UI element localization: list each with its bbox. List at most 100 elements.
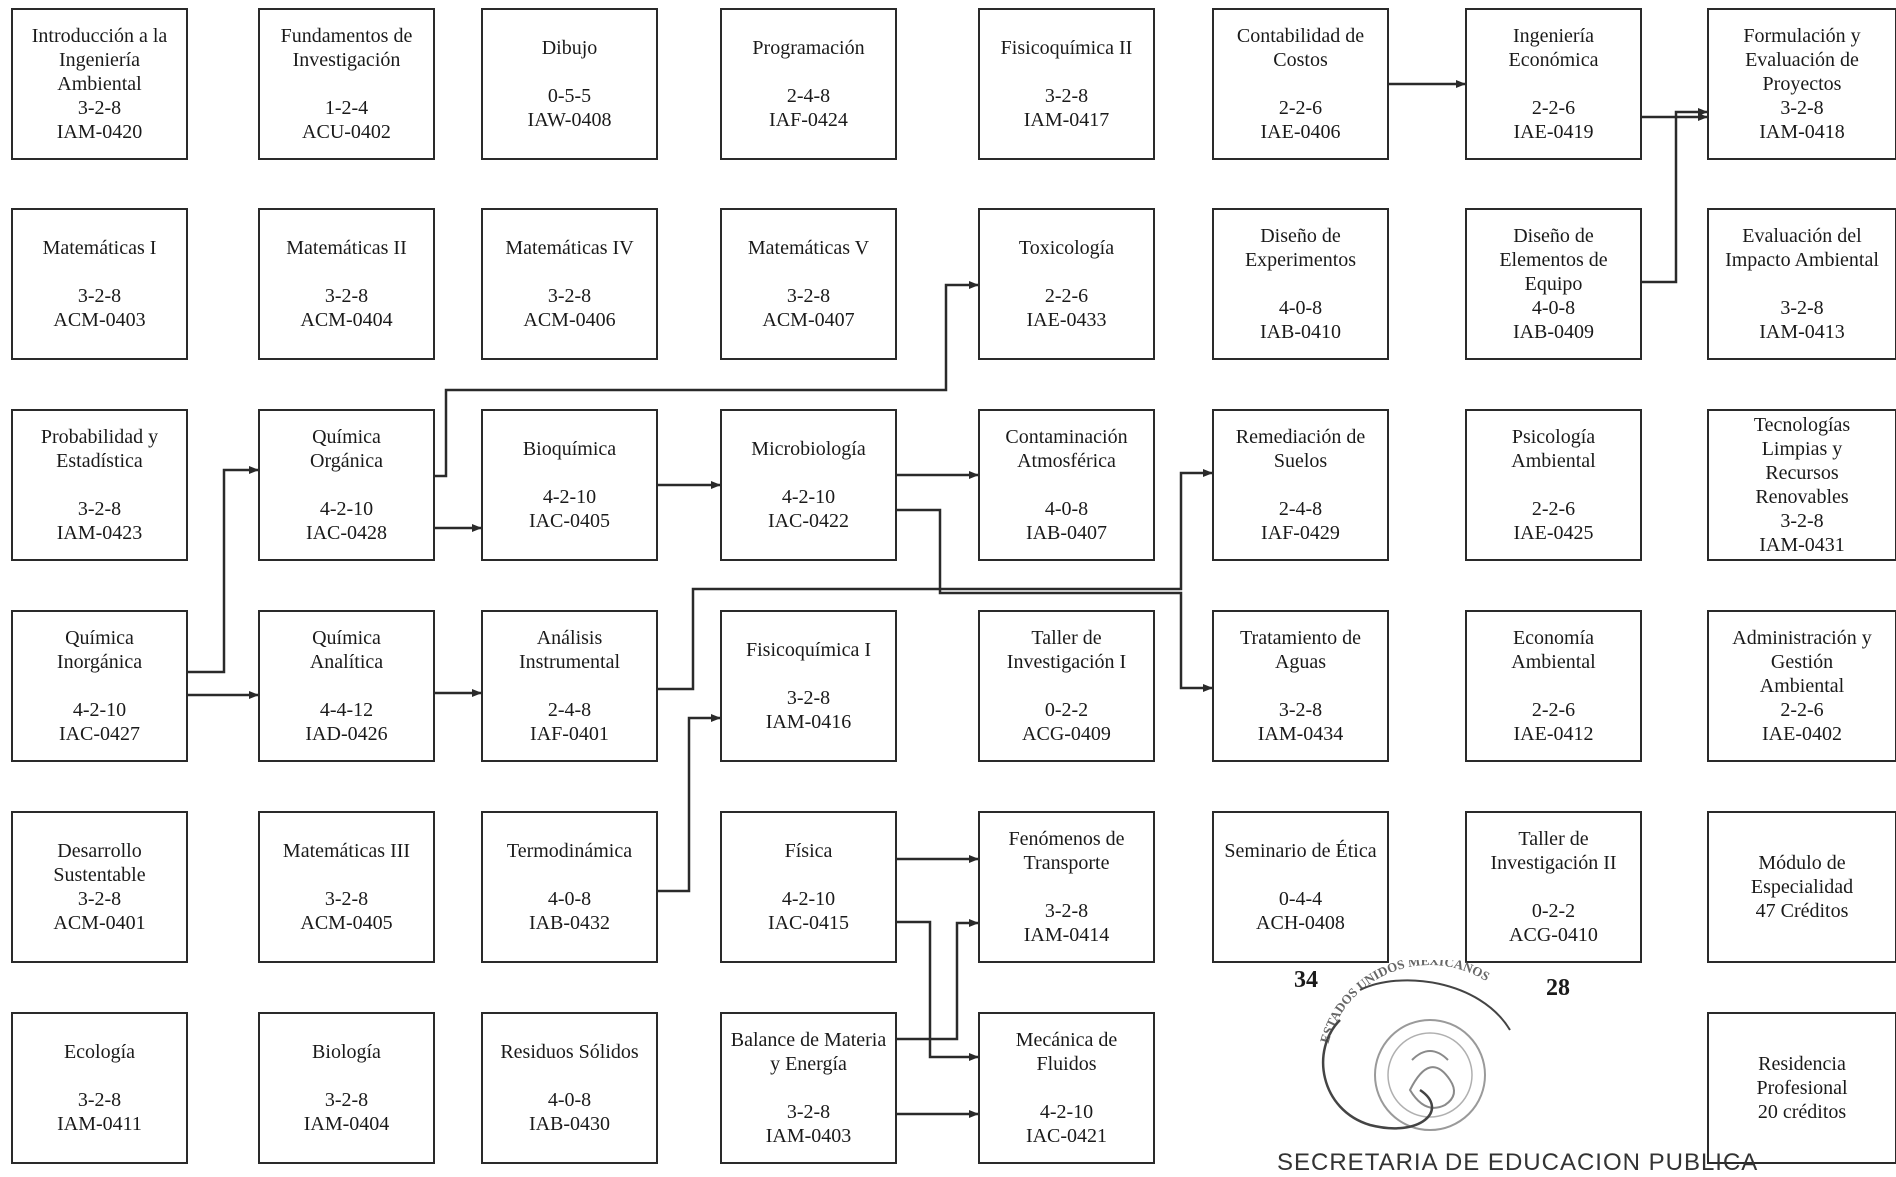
course-line: Ecología <box>63 1041 136 1063</box>
course-line: 1-2-4 <box>324 97 369 119</box>
course-line: Sustentable <box>53 864 146 886</box>
course-line: Física <box>784 840 833 862</box>
course-line: 0-5-5 <box>547 85 592 107</box>
course-line: ACM-0401 <box>53 912 146 934</box>
svg-text:ESTADOS UNIDOS MEXICANOS: ESTADOS UNIDOS MEXICANOS <box>1317 960 1493 1045</box>
course-line: 3-2-8 <box>1780 97 1824 119</box>
course-line: Contaminación <box>1005 426 1128 448</box>
prerequisite-arrow <box>897 920 979 1061</box>
official-seal: ESTADOS UNIDOS MEXICANOS <box>1317 960 1511 1131</box>
course-line: Matemáticas V <box>747 237 870 259</box>
course-line: IAF-0424 <box>769 109 848 131</box>
course-line: Programación <box>752 37 865 59</box>
course-line: 2-4-8 <box>1278 498 1323 520</box>
course-line: IAE-0402 <box>1762 723 1842 745</box>
course-line: 3-2-8 <box>324 285 369 307</box>
seal-caption: SECRETARIA DE EDUCACION PUBLICA <box>1277 1149 1759 1176</box>
course-line: IAB-0409 <box>1512 321 1595 343</box>
course-line: Seminario de Ética <box>1224 840 1377 862</box>
course-line: 2-2-6 <box>1531 699 1576 721</box>
course-line: IAB-0430 <box>528 1113 611 1135</box>
course-line: 4-0-8 <box>547 1089 592 1111</box>
course-line: Administración y <box>1732 627 1872 649</box>
course-line: Elementos de <box>1499 249 1608 271</box>
course-line: Especialidad <box>1750 876 1854 898</box>
course-line: ACU-0402 <box>302 121 391 143</box>
course-line: 3-2-8 <box>77 1089 122 1111</box>
course-line: ACH-0408 <box>1256 912 1345 934</box>
course-line: 3-2-8 <box>77 285 122 307</box>
course-line: Balance de Materia <box>730 1029 887 1051</box>
course-line: 3-2-8 <box>1044 900 1089 922</box>
course-line: Diseño de <box>1513 225 1594 247</box>
course-line: Profesional <box>1756 1077 1848 1099</box>
course-line: Tratamiento de <box>1240 627 1361 649</box>
course-line: IAM-0417 <box>1023 109 1110 131</box>
course-line: Equipo <box>1524 273 1583 295</box>
prerequisite-arrow <box>435 281 979 478</box>
course-line: 3-2-8 <box>1044 85 1089 107</box>
course-line: Microbiología <box>751 438 866 460</box>
course-line: Ambiental <box>1511 651 1596 673</box>
course-line: IAM-0416 <box>765 711 852 733</box>
course-line: 2-2-6 <box>1278 97 1323 119</box>
course-line: Módulo de <box>1758 852 1846 874</box>
course-line: Analítica <box>309 651 384 673</box>
course-line: Experimentos <box>1244 249 1357 271</box>
course-line: Limpias y <box>1761 438 1843 460</box>
course-line: ACG-0409 <box>1022 723 1111 745</box>
course-line: Termodinámica <box>506 840 633 862</box>
course-line: Proyectos <box>1762 73 1842 95</box>
course-line: 4-0-8 <box>1531 297 1576 319</box>
seal-arc-text: ESTADOS UNIDOS MEXICANOS <box>1317 960 1493 1045</box>
course-line: ACM-0405 <box>300 912 393 934</box>
prerequisite-arrow <box>897 919 979 1041</box>
course-line: Económica <box>1508 49 1599 71</box>
course-line: IAM-0423 <box>56 522 143 544</box>
course-line: Taller de <box>1518 828 1589 850</box>
course-line: IAM-0431 <box>1759 534 1845 556</box>
course-line: ACG-0410 <box>1509 924 1598 946</box>
course-line: Taller de <box>1031 627 1102 649</box>
course-line: 2-2-6 <box>1531 498 1576 520</box>
course-line: 2-2-6 <box>1780 699 1824 721</box>
course-line: IAW-0408 <box>527 109 612 131</box>
prerequisite-arrow <box>1642 108 1708 284</box>
course-line: Residuos Sólidos <box>500 1041 639 1063</box>
course-line: 0-4-4 <box>1278 888 1323 910</box>
credit-total-34: 34 <box>1294 967 1318 993</box>
course-line: IAE-0425 <box>1513 522 1594 544</box>
course-line: Instrumental <box>518 651 621 673</box>
course-line: IAM-0413 <box>1759 321 1845 343</box>
course-line: IAF-0429 <box>1261 522 1340 544</box>
course-line: IAB-0407 <box>1025 522 1108 544</box>
course-line: ACM-0407 <box>762 309 855 331</box>
course-line: IAF-0401 <box>530 723 609 745</box>
prerequisite-arrow <box>188 466 259 674</box>
course-line: IAC-0421 <box>1025 1125 1108 1147</box>
